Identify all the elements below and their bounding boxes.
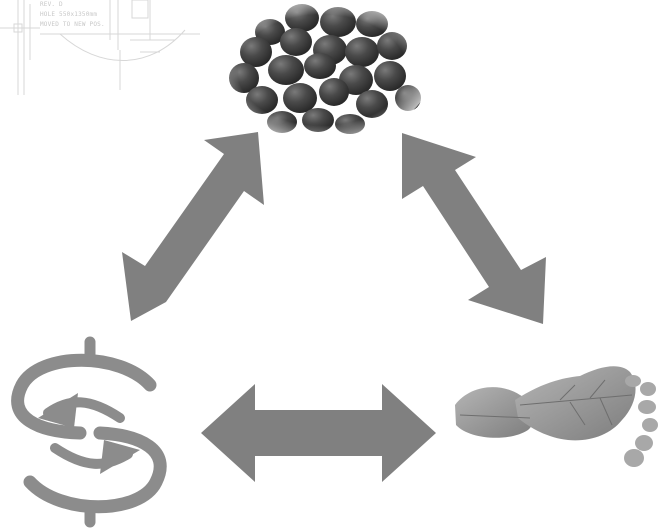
blueprint-background: REV. D HOLE 550x1350mm MOVED TO NEW POS. bbox=[0, 0, 200, 105]
blueprint-lines bbox=[0, 0, 200, 95]
arrow-pellets-leaf bbox=[402, 133, 546, 324]
leaf-footprint-image bbox=[455, 366, 658, 467]
dollar-exchange-icon bbox=[11, 336, 167, 528]
arrow-money-leaf bbox=[201, 384, 436, 482]
pellets-image bbox=[212, 0, 432, 142]
arrow-pellets-money bbox=[122, 132, 264, 321]
blueprint-note-1: REV. D bbox=[40, 1, 63, 8]
arrows-group bbox=[122, 132, 546, 482]
blueprint-note-3: MOVED TO NEW POS. bbox=[40, 21, 105, 28]
blueprint-note-2: HOLE 550x1350mm bbox=[40, 11, 98, 18]
